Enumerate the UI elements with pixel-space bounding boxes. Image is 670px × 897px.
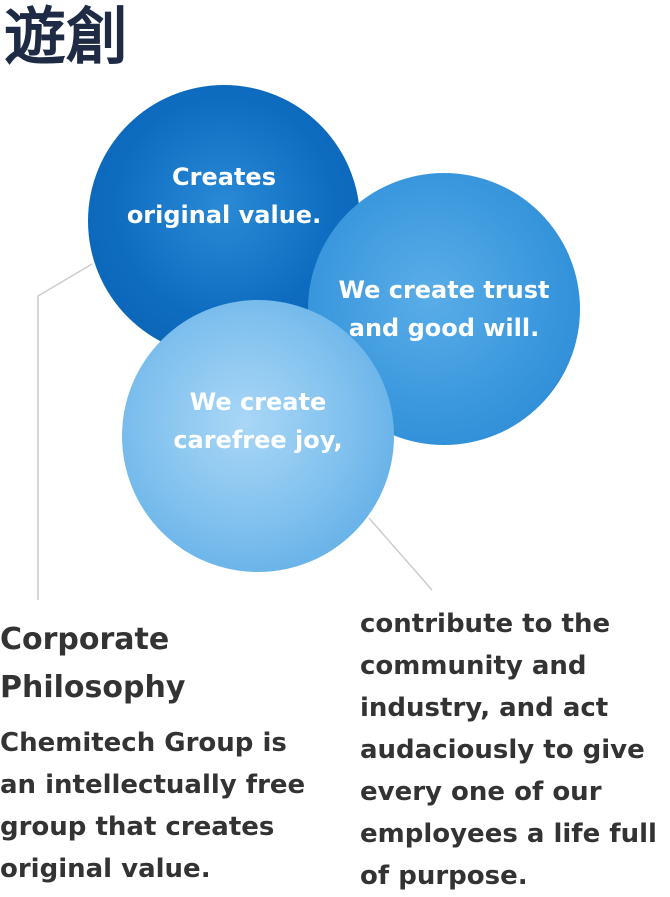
- leader-line-right: [368, 517, 433, 591]
- philosophy-left-text: Chemitech Group is an intellectually fre…: [0, 728, 306, 884]
- logo-text: 遊創: [4, 2, 128, 68]
- philosophy-right-text: contribute to the community and industry…: [360, 609, 657, 891]
- circle-original-value: Creates original value.: [88, 85, 360, 357]
- circle-carefree-joy-text: We create carefree joy,: [173, 388, 343, 454]
- leader-line-left: [37, 263, 93, 600]
- circle-trust-goodwill-text: We create trust and good will.: [338, 276, 550, 342]
- circle-carefree-joy: We create carefree joy,: [122, 300, 394, 572]
- circle-original-value-text: Creates original value.: [126, 163, 322, 229]
- calligraphy-logo: 遊創: [4, 2, 128, 68]
- section-heading: Corporate Philosophy: [0, 622, 186, 705]
